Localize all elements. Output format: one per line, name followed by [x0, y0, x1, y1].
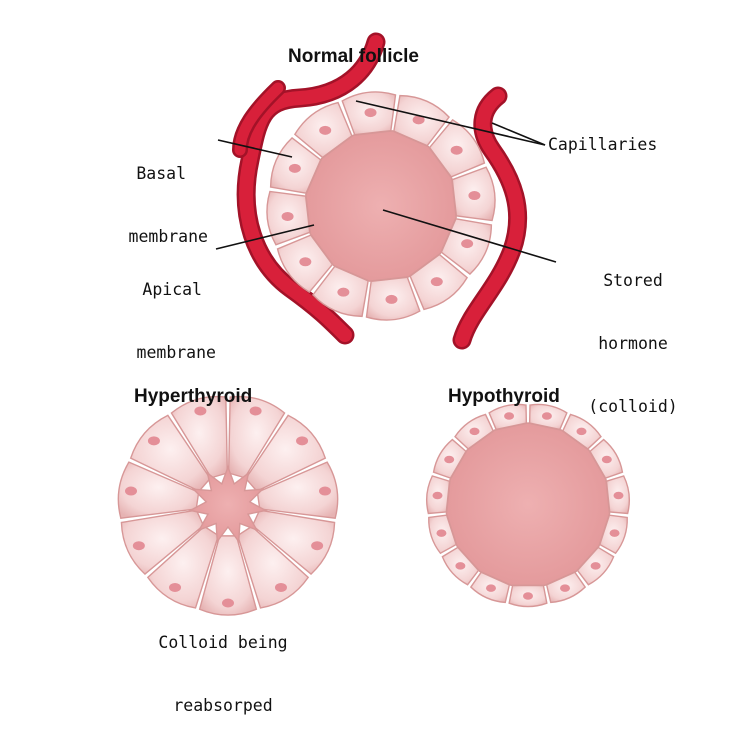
follicular-cell	[170, 395, 229, 479]
cell-nucleus	[461, 239, 474, 249]
hypothyroid-follicle	[425, 403, 631, 608]
label-basal-membrane: Basal membrane	[58, 121, 208, 268]
label-basal-line1: Basal	[136, 164, 186, 183]
cell-nucleus	[194, 406, 207, 416]
cell-nucleus	[613, 491, 624, 500]
cell-nucleus	[281, 211, 294, 221]
label-colloid-reabsorbed: Colloid being reabsorped	[108, 590, 338, 737]
label-basal-line2: membrane	[128, 227, 208, 246]
label-stored-line1: Stored	[603, 271, 663, 290]
follicular-cell	[256, 461, 339, 519]
cell-nucleus	[249, 406, 262, 416]
cell-nucleus	[541, 412, 552, 420]
cell-nucleus	[432, 491, 443, 500]
cell-nucleus	[455, 562, 466, 570]
cell-nucleus	[469, 427, 480, 436]
cell-nucleus	[436, 529, 447, 537]
cell-nucleus	[319, 125, 332, 135]
follicular-cell	[227, 395, 286, 479]
label-stored-hormone: Stored hormone (colloid)	[553, 228, 713, 438]
title-hypothyroid: Hypothyroid	[448, 386, 560, 407]
label-stored-line2: hormone	[598, 334, 668, 353]
label-stored-line3: (colloid)	[588, 397, 678, 416]
cell-nucleus	[222, 598, 234, 608]
hyperthyroid-follicle	[117, 395, 339, 616]
cell-nucleus	[385, 294, 398, 304]
leader-capillary-right	[491, 122, 546, 146]
cell-nucleus	[450, 145, 463, 155]
colloid	[305, 130, 457, 282]
follicular-cell	[236, 525, 310, 609]
cell-nucleus	[523, 592, 533, 600]
cell-nucleus	[124, 486, 137, 496]
cell-nucleus	[590, 562, 601, 570]
cell-nucleus	[274, 582, 287, 592]
cell-nucleus	[430, 277, 443, 287]
label-apical-line2: membrane	[136, 343, 216, 362]
follicular-cell	[129, 414, 212, 492]
leader-capillary-left	[355, 100, 546, 146]
cell-nucleus	[132, 541, 145, 551]
follicular-cell	[117, 461, 200, 519]
cell-nucleus	[364, 108, 377, 118]
follicular-cell	[146, 525, 220, 609]
leader-apical	[215, 224, 315, 250]
cell-nucleus	[601, 455, 612, 464]
cell-nucleus	[444, 455, 455, 464]
leader-lines	[215, 100, 557, 263]
cell-nucleus	[504, 412, 515, 420]
colloid	[188, 464, 268, 544]
cell-nucleus	[299, 257, 312, 267]
label-apical-line1: Apical	[142, 280, 202, 299]
cell-nucleus	[576, 427, 587, 436]
leader-basal	[217, 139, 293, 158]
cell-nucleus	[485, 584, 496, 592]
label-reabsorbed-line2: reabsorped	[173, 696, 273, 715]
title-hyperthyroid: Hyperthyroid	[134, 386, 253, 407]
follicular-cell	[198, 535, 258, 616]
follicular-cell	[244, 414, 327, 492]
cell-nucleus	[468, 191, 481, 201]
thyroid-follicle-diagram	[117, 32, 631, 616]
label-apical-membrane: Apical membrane	[58, 237, 216, 384]
leader-colloid	[382, 209, 557, 263]
label-capillaries: Capillaries	[548, 135, 658, 154]
normal-follicle	[266, 91, 496, 321]
follicular-cell	[120, 509, 205, 576]
cell-nucleus	[412, 115, 425, 125]
cell-nucleus	[147, 436, 160, 446]
cell-nucleus	[169, 582, 182, 592]
label-reabsorbed-line1: Colloid being	[158, 633, 288, 652]
cell-nucleus	[288, 163, 301, 173]
capillaries	[232, 32, 528, 350]
cell-nucleus	[319, 486, 332, 496]
cell-nucleus	[296, 436, 309, 446]
cell-nucleus	[560, 584, 571, 592]
cell-nucleus	[311, 541, 324, 551]
follicular-cell	[251, 509, 336, 576]
cell-nucleus	[337, 287, 350, 297]
cell-nucleus	[609, 529, 620, 537]
title-normal-follicle: Normal follicle	[288, 46, 419, 67]
